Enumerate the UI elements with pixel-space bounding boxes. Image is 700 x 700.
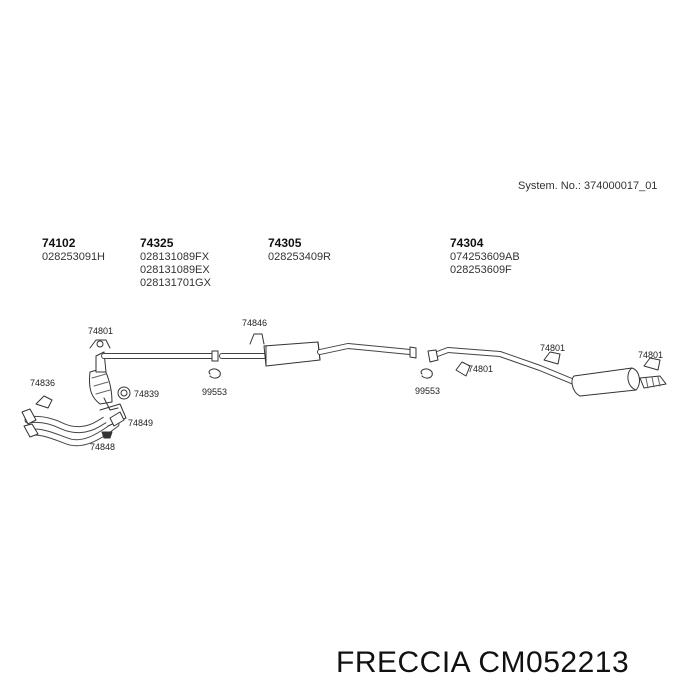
clamp-99553-rear [420,368,433,379]
catalytic-converter [89,351,119,411]
part-number-sub: 028253091H [42,251,106,263]
callout-74848: 74848 [90,442,115,452]
part-number-sub: 028253609F [450,264,512,276]
part-number-sub: 028253409R [268,251,332,263]
gasket-74839 [117,386,131,400]
part-number-sub: 028131701GX [140,277,211,289]
brand-name: FRECCIA [336,646,470,679]
part-number-main: 74325 [140,236,174,250]
part-group-74304: 74304 074253609AB 028253609F [450,237,520,277]
callout-74849: 74849 [128,418,153,428]
part-group-74325: 74325 028131089FX 028131089EX 028131701G… [140,237,211,290]
part-number-main: 74304 [450,236,484,250]
middle-section [219,341,417,367]
callout-74801: 74801 [88,326,113,336]
callout-99553: 99553 [202,387,227,397]
mount-74801-rear-c [643,357,661,371]
clamp-74849 [109,411,125,427]
part-number: CM052213 [478,646,630,679]
mount-74836 [35,395,53,409]
callout-74846: 74846 [242,318,267,328]
callout-74801: 74801 [540,343,565,353]
footer-part-label: FRECCIA CM052213 [336,646,629,680]
callout-74801: 74801 [638,350,663,360]
mount-74801-rear-a [455,361,471,377]
callout-74801: 74801 [468,364,493,374]
callout-99553: 99553 [415,386,440,396]
part-number-main: 74102 [42,236,76,250]
mount-74846 [249,333,265,345]
part-number-sub: 074253609AB [450,251,520,263]
callout-74839: 74839 [134,389,159,399]
mount-74801-rear-b [543,351,561,365]
part-number-sub: 028131089FX [140,251,210,263]
mount-74801-front [89,339,111,349]
front-section-pipe [101,350,219,362]
rear-section [427,347,667,397]
part-group-74102: 74102 028253091H [42,237,105,264]
part-group-74305: 74305 028253409R [268,237,331,264]
callout-74836: 74836 [30,378,55,388]
part-number-sub: 028131089EX [140,264,210,276]
bracket-74848 [101,431,113,439]
system-number: System. No.: 374000017_01 [518,180,658,192]
part-number-main: 74305 [268,236,302,250]
clamp-99553-front [208,368,221,379]
